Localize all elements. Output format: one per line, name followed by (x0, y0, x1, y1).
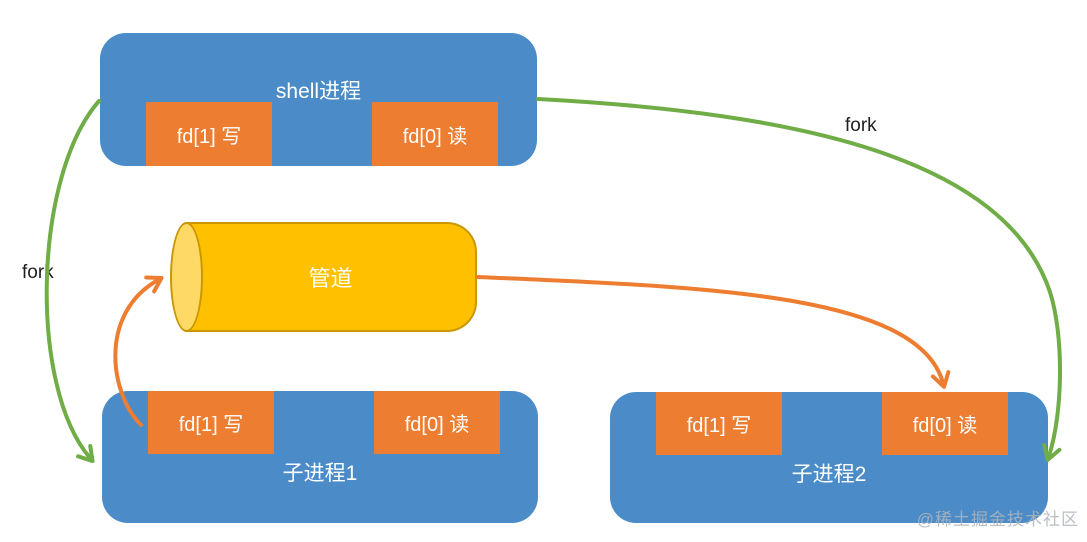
child-process-2-title: 子进程2 (791, 463, 867, 486)
fork-label-right: fork (845, 115, 877, 136)
child-process-2-box: fd[1] 写 fd[0] 读 子进程2 (610, 392, 1048, 523)
shell-fd0-read-box: fd[0] 读 (372, 102, 498, 166)
fork-label-left: fork (22, 262, 54, 283)
shell-process-box: shell进程 fd[1] 写 fd[0] 读 (100, 33, 537, 166)
child-process-1-box: fd[1] 写 fd[0] 读 子进程1 (102, 391, 538, 523)
fork-arrow-shell-to-child1 (44, 99, 101, 464)
pipe-label: 管道 (308, 266, 353, 291)
shell-process-title: shell进程 (275, 80, 362, 103)
child-process-1-title: 子进程1 (282, 462, 358, 485)
child2-fd1-write-box: fd[1] 写 (656, 392, 782, 455)
watermark-text: @稀土掘金技术社区 (916, 510, 1079, 529)
pipe-cylinder-left-face (170, 222, 203, 332)
shell-fd1-write-box: fd[1] 写 (146, 102, 272, 166)
child1-fd0-read-box: fd[0] 读 (374, 391, 500, 454)
child1-fd1-write-box: fd[1] 写 (148, 391, 274, 454)
read-arrow-pipe-to-child2 (476, 275, 951, 389)
pipe-cylinder: 管道 (186, 222, 477, 332)
child2-fd0-read-box: fd[0] 读 (882, 392, 1008, 455)
